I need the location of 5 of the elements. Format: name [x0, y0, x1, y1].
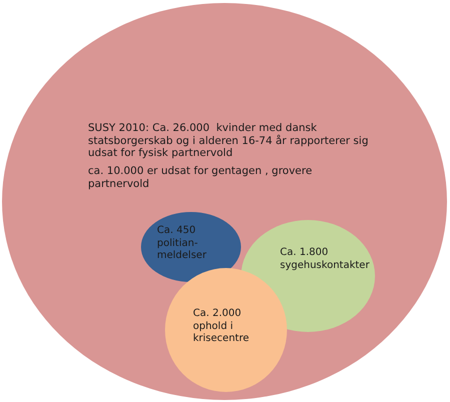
count-label: Ca. 450 politian-meldelser — [157, 225, 208, 262]
count-label: Ca. 2.000 ophold i krisecentre — [193, 308, 250, 346]
description-text: SUSY 2010: Ca. 26.000 kvinder med dansk statsborgerskab og i alderen 16-74 år rapporterer sig udsat for fysisk partnervold — [88, 122, 370, 160]
count-label: Ca. 1.800 sygehuskontakter — [280, 247, 370, 272]
description-text: ca. 10.000 er udsat for gentagen , grovere partnervold — [88, 165, 314, 190]
